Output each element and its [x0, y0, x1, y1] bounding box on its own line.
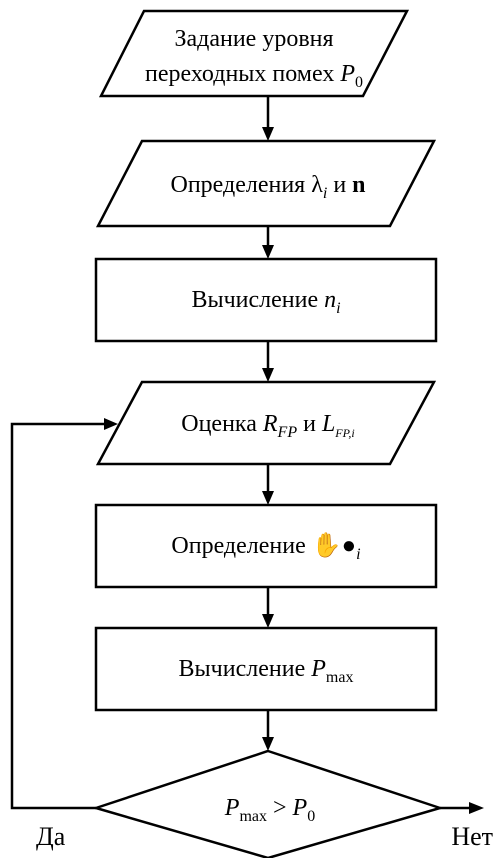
input-noise-level-node: [98, 9, 410, 98]
node1-line2: переходных помех P0: [145, 61, 363, 91]
node2-label: Определения λi и n: [170, 172, 365, 202]
yes-label: Да: [36, 822, 66, 851]
yes-loop-line: [10, 422, 106, 810]
no-exit-arrowhead: [469, 802, 484, 814]
node6-label: Вычисление Pmax: [179, 656, 354, 686]
arrowhead-1-2: [262, 127, 274, 141]
define-lambda-node: [95, 139, 437, 228]
node4-label: Оценка RFP и LFP,i: [181, 411, 355, 441]
arrowhead-4-5: [262, 491, 274, 505]
define-delta-node: [94, 503, 438, 589]
no-label: Нет: [451, 822, 493, 851]
estimate-rfp-node: [95, 380, 437, 466]
decision-node: [91, 749, 445, 858]
arrowhead-2-3: [262, 245, 274, 259]
compute-n-node: [94, 257, 438, 343]
arrowhead-6-decision: [262, 737, 274, 751]
arrowhead-3-4: [262, 368, 274, 382]
compute-pmax-node: [94, 626, 438, 712]
node5-label: Определение ✋●i: [171, 531, 360, 563]
decision-label: Pmax > P0: [224, 795, 315, 825]
node1-line1: Задание уровня: [174, 26, 333, 52]
yes-loop-arrowhead: [104, 418, 118, 430]
arrowhead-5-6: [262, 614, 274, 628]
node3-label: Вычисление ni: [191, 287, 340, 317]
